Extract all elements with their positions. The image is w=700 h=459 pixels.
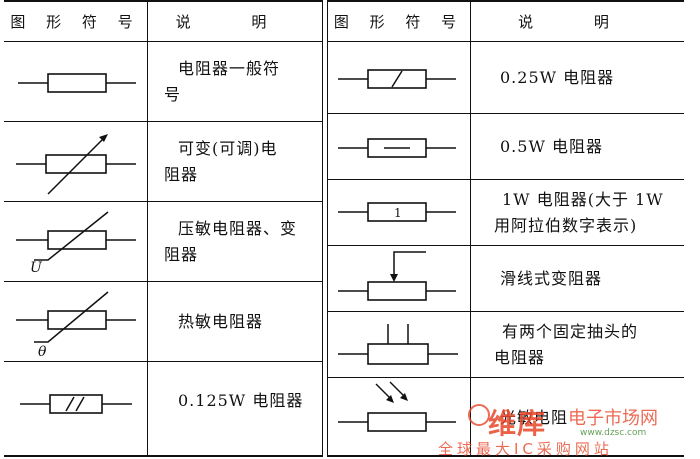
right-header-row: 图 形 符 号 说 明 [328, 2, 684, 42]
description-line: 电阻器一般符 [178, 58, 281, 78]
resistor-0125w-symbol [4, 362, 147, 455]
varistor-label: U [30, 260, 43, 276]
left-header-symbol: 图 形 符 号 [10, 13, 141, 31]
variable-resistor-symbol [4, 122, 147, 201]
right-symbol-table: 图 形 符 号 说 明 0.25W 电阻器 0.5W 电阻 [328, 0, 684, 457]
description-line: 可变(可调)电 [178, 138, 278, 158]
resistor-1w-symbol: 1 [328, 180, 470, 245]
resistor-025w-symbol [328, 42, 470, 113]
right-header-symbol: 图 形 符 号 [333, 13, 465, 31]
table-row: 0.25W 电阻器 [328, 42, 684, 114]
description-line: 有两个固定抽头的 [502, 321, 639, 341]
resistor-05w-symbol [328, 114, 470, 179]
table-separator [322, 0, 328, 457]
table-row: 电阻器一般符 号 [4, 42, 322, 122]
rheostat-symbol [328, 246, 470, 311]
table-row: 光敏电阻 [328, 378, 684, 457]
right-column-divider [470, 2, 471, 455]
table-row: θ 热敏电阻器 [4, 282, 322, 362]
left-symbol-table: 图 形 符 号 说 明 电阻器一般符 号 [4, 0, 322, 457]
description-line: 光敏电阻 [500, 407, 569, 427]
description-line: 0.25W 电阻器 [500, 67, 615, 87]
description-line: 热敏电阻器 [178, 311, 264, 331]
left-column-divider [147, 2, 148, 455]
left-header-description: 说 明 [175, 12, 295, 31]
description-line: 1W 电阻器(大于 1W [502, 189, 664, 209]
table-row: 0.125W 电阻器 [4, 362, 322, 455]
resistor-general-symbol [4, 42, 147, 121]
description-line: 号 [164, 84, 182, 104]
description-line: 阻器 [164, 164, 199, 184]
table-row: U 压敏电阻器、变 阻器 [4, 202, 322, 282]
photoresistor-symbol [328, 378, 470, 457]
table-row: 有两个固定抽头的 电阻器 [328, 312, 684, 378]
thermistor-label: θ [38, 344, 47, 360]
table-row: 滑线式变阻器 [328, 246, 684, 312]
description-line: 电阻器 [494, 347, 546, 367]
tapped-resistor-symbol [328, 312, 470, 377]
description-line: 滑线式变阻器 [500, 268, 603, 288]
description-line: 压敏电阻器、变 [178, 218, 298, 238]
thermistor-symbol: θ [4, 282, 147, 361]
left-header-row: 图 形 符 号 说 明 [4, 2, 322, 42]
description-line: 阻器 [164, 244, 199, 264]
table-row: 可变(可调)电 阻器 [4, 122, 322, 202]
table-row: 1 1W 电阻器(大于 1W 用阿拉伯数字表示) [328, 180, 684, 246]
description-line: 0.5W 电阻器 [500, 136, 603, 156]
resistor-1w-label: 1 [394, 206, 402, 220]
description-line: 用阿拉伯数字表示) [494, 215, 638, 235]
varistor-symbol: U [4, 202, 147, 281]
table-row: 0.5W 电阻器 [328, 114, 684, 180]
description-line: 0.125W 电阻器 [178, 391, 304, 410]
right-header-description: 说 明 [518, 12, 637, 31]
